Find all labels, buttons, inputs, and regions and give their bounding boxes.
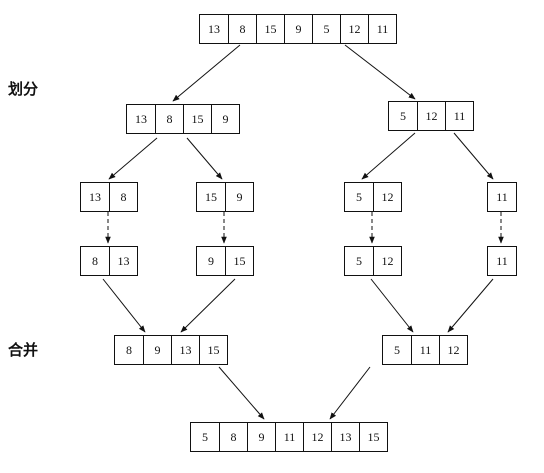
array-cell: 11 [496,253,508,268]
array-cell: 15 [205,189,217,204]
split-array-b: 15 9 [196,182,254,212]
flow-arrow [370,278,414,333]
array-cell: 8 [109,183,137,211]
array-cell: 11 [368,15,396,43]
array-cell: 11 [496,189,508,204]
sorted-array-c: 5 12 [344,246,402,276]
array-cell: 11 [411,336,439,364]
flow-arrow [218,366,265,420]
array-cell: 11 [445,102,473,130]
array-cell: 12 [373,247,401,275]
array-cell: 12 [417,102,445,130]
array-cell: 8 [219,423,247,451]
array-cell: 9 [143,336,171,364]
array-cell: 13 [109,247,137,275]
array-cell: 9 [247,423,275,451]
array-cell: 15 [359,423,387,451]
flow-arrow [180,278,236,333]
array-cell: 8 [228,15,256,43]
array-cell: 5 [356,189,362,204]
flow-arrow [172,44,241,102]
array-cell: 12 [303,423,331,451]
array-cell: 5 [400,108,406,123]
split-array-c: 5 12 [344,182,402,212]
array-cell: 8 [92,253,98,268]
array-cell: 12 [439,336,467,364]
array-cell: 15 [256,15,284,43]
sorted-array-d: 11 [487,246,517,276]
array-cell: 8 [126,342,132,357]
array-cell: 11 [275,423,303,451]
flow-arrow [447,278,494,333]
array-cell: 5 [356,253,362,268]
flow-arrow [186,137,223,180]
flow-arrow [102,278,146,333]
split-array-a: 13 8 [80,182,138,212]
array-cell: 12 [373,183,401,211]
array-cell: 8 [155,105,183,133]
flow-arrow [329,366,371,420]
sorted-array-a: 8 13 [80,246,138,276]
array-cell: 13 [135,111,147,126]
sorted-array-b: 9 15 [196,246,254,276]
array-cell: 15 [199,336,227,364]
array-cell: 15 [183,105,211,133]
array-cell: 13 [89,189,101,204]
array-cell: 5 [394,342,400,357]
array-cell: 13 [208,21,220,36]
array-cell: 13 [171,336,199,364]
flow-arrow [344,44,416,100]
array-cell: 9 [211,105,239,133]
array-cell: 9 [208,253,214,268]
flow-arrow [361,132,416,180]
array-cell: 9 [225,183,253,211]
array-cell: 5 [312,15,340,43]
divide-label: 划分 [8,80,39,98]
split-array-d: 11 [487,182,517,212]
array-cell: 13 [331,423,359,451]
array-cell: 9 [284,15,312,43]
flow-arrow [108,137,158,180]
flow-arrow [453,132,494,180]
array-cell: 5 [202,429,208,444]
array-cell: 12 [340,15,368,43]
array-cell: 15 [225,247,253,275]
merge-label: 合并 [8,341,39,359]
